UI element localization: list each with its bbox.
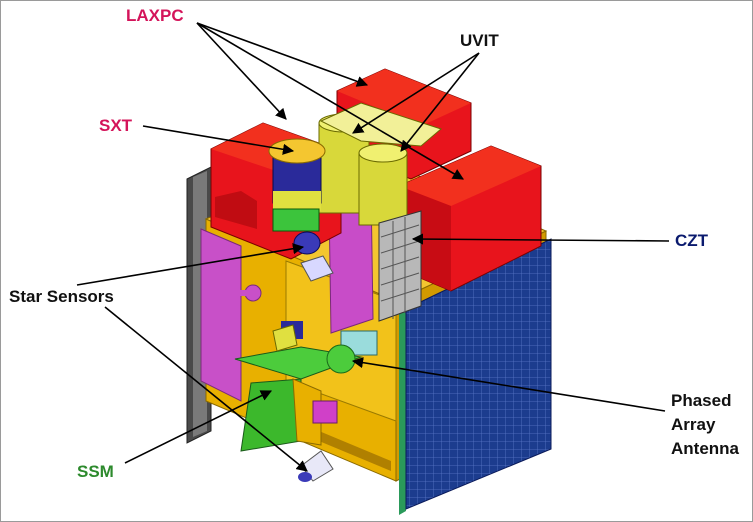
uvit-telescopes xyxy=(318,102,443,226)
star-sensors xyxy=(293,231,334,482)
ssm-leader xyxy=(124,390,273,464)
label-phased-line-2: Array xyxy=(671,415,716,434)
uvit-leader-2 xyxy=(400,52,480,152)
leader-lines xyxy=(76,22,670,472)
star-sensor-leader-1 xyxy=(76,243,305,286)
star-sensor-leader-2 xyxy=(104,306,308,472)
label-phased-line-3: Antenna xyxy=(671,439,739,458)
antenna-leader xyxy=(351,357,666,412)
label-phased-line-1: Phased xyxy=(671,391,732,410)
czt-leader xyxy=(411,233,670,245)
label-laxpc: LAXPC xyxy=(126,6,184,25)
label-czt: CZT xyxy=(675,231,709,250)
laxpc-leader-3 xyxy=(196,22,464,180)
laxpc-leader-2 xyxy=(196,22,369,87)
label-star-sensors: Star Sensors xyxy=(9,287,114,306)
label-phased-array-antenna: Phased Array Antenna xyxy=(671,389,739,461)
label-sxt: SXT xyxy=(99,116,133,135)
sxt-telescope xyxy=(268,138,326,232)
czt-detector xyxy=(378,210,422,322)
label-uvit: UVIT xyxy=(460,31,499,50)
right-solar-panel xyxy=(399,238,552,515)
sxt-leader xyxy=(142,125,295,155)
label-ssm: SSM xyxy=(77,462,114,481)
uvit-leader-1 xyxy=(352,52,480,134)
laxpc-leader-1 xyxy=(196,22,287,120)
